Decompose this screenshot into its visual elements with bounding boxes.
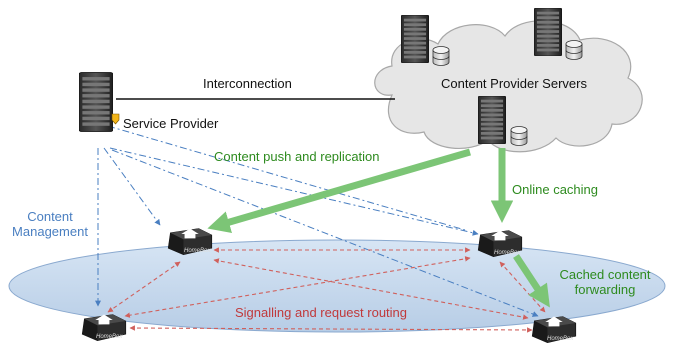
mgmt-line-5	[107, 125, 466, 231]
content-flow-arrows	[207, 148, 550, 308]
content-push-label: Content push and replication	[214, 149, 380, 164]
service-provider-server	[79, 71, 120, 133]
homebox-top-left: HomeBox	[167, 227, 213, 256]
cached-forwarding-line-1: Cached content	[559, 267, 651, 282]
database-icon	[432, 46, 450, 66]
shield-icon	[111, 113, 120, 125]
interconnection-label: Interconnection	[203, 76, 292, 91]
content-management-line-1: Content	[27, 209, 73, 224]
sig-line-diag-1	[213, 258, 529, 320]
cached-forwarding-arrow	[513, 254, 550, 308]
content-provider-servers-label: Content Provider Servers	[441, 76, 587, 91]
database-icon	[565, 40, 583, 60]
service-provider-label: Service Provider	[123, 116, 219, 131]
signalling-label: Signalling and request routing	[235, 305, 408, 320]
homebox-label: HomeBox	[494, 250, 521, 256]
homebox-bottom-right: HomeBox	[531, 315, 577, 344]
database-icon	[510, 126, 528, 146]
online-caching-label: Online caching	[512, 182, 598, 197]
homebox-label: HomeBox	[96, 334, 123, 340]
mgmt-line-2	[103, 147, 161, 226]
push-arrow	[207, 148, 471, 233]
cached-forwarding-line-2: forwarding	[574, 281, 636, 297]
cached-forwarding-label: Cached content forwarding	[545, 267, 665, 298]
content-management-line-2: Management	[12, 223, 88, 239]
content-management-label: Content Management	[5, 209, 95, 240]
mgmt-line-3	[109, 147, 479, 236]
homebox-bottom-left: HomeBox	[81, 313, 127, 342]
homebox-label: HomeBox	[547, 336, 574, 342]
sig-line-diag-2	[124, 256, 471, 318]
homebox-top-right: HomeBox	[477, 229, 523, 258]
homebox-label: HomeBox	[184, 248, 211, 254]
